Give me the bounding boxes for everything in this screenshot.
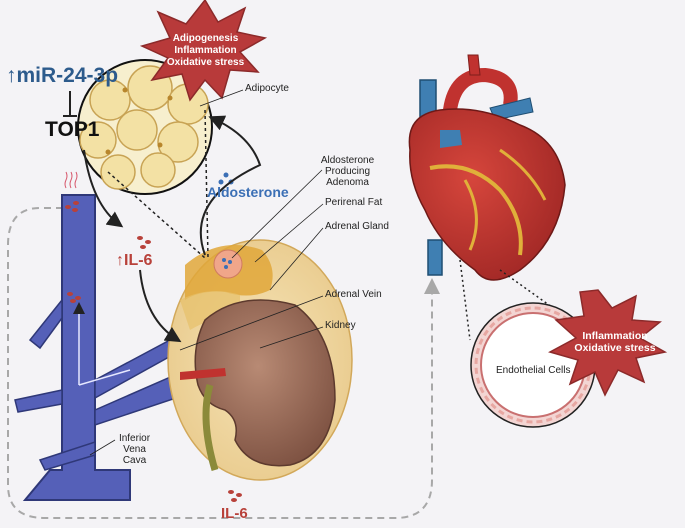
top-starburst	[139, 0, 268, 102]
endothelial-label: Endothelial Cells	[496, 365, 571, 376]
ivc-line3: Cava	[122, 455, 147, 466]
apa-label: Aldosterone Producing Adenoma	[310, 155, 385, 188]
top-star-line1: Adipogenesis	[172, 33, 239, 44]
il6-particles	[65, 201, 242, 502]
apa-line3: Adenoma	[326, 177, 369, 188]
top-star-label: Adipogenesis Inflammation Oxidative stre…	[158, 33, 253, 69]
mirna-label: ↑miR-24-3p	[6, 64, 119, 87]
aldosterone-label: Aldosterone	[207, 184, 289, 200]
ivc-line1: Inferior	[118, 433, 151, 444]
arrow-adipocyte-to-il6	[83, 149, 124, 228]
adrenal-gland-label: Adrenal Gland	[325, 221, 389, 232]
top-star-line2: Inflammation	[174, 45, 237, 56]
right-star-label: Inflammation Oxidative stress	[560, 330, 670, 354]
ivc-label: Inferior Vena Cava	[112, 433, 157, 466]
adipocyte-label: Adipocyte	[245, 83, 289, 94]
adrenal-vein-label: Adrenal Vein	[325, 289, 382, 300]
arrow-il6-to-adrenal	[139, 269, 182, 343]
top1-label: TOP1	[45, 118, 100, 141]
top-star-line3: Oxidative stress	[166, 57, 245, 68]
right-star-line2: Oxidative stress	[574, 342, 656, 354]
kidney-label: Kidney	[325, 320, 356, 331]
arrow-aldosterone-to-adipocyte	[199, 115, 262, 256]
ivc-line2: Vena	[123, 444, 146, 455]
il6-up-label: ↑IL-6	[116, 252, 153, 269]
circulation-loop-path	[7, 207, 440, 519]
apa-line2: Producing	[324, 166, 371, 177]
heat-lines	[64, 171, 78, 189]
kidney-complex	[167, 239, 353, 481]
apa-line1: Aldosterone	[320, 155, 375, 166]
endothelial-vessel	[470, 302, 596, 428]
il6-bottom-label: IL-6	[221, 505, 248, 522]
perirenal-fat-label: Perirenal Fat	[325, 197, 383, 208]
right-star-line1: Inflammation	[582, 330, 648, 342]
right-starburst	[548, 289, 668, 397]
heart	[408, 54, 566, 281]
